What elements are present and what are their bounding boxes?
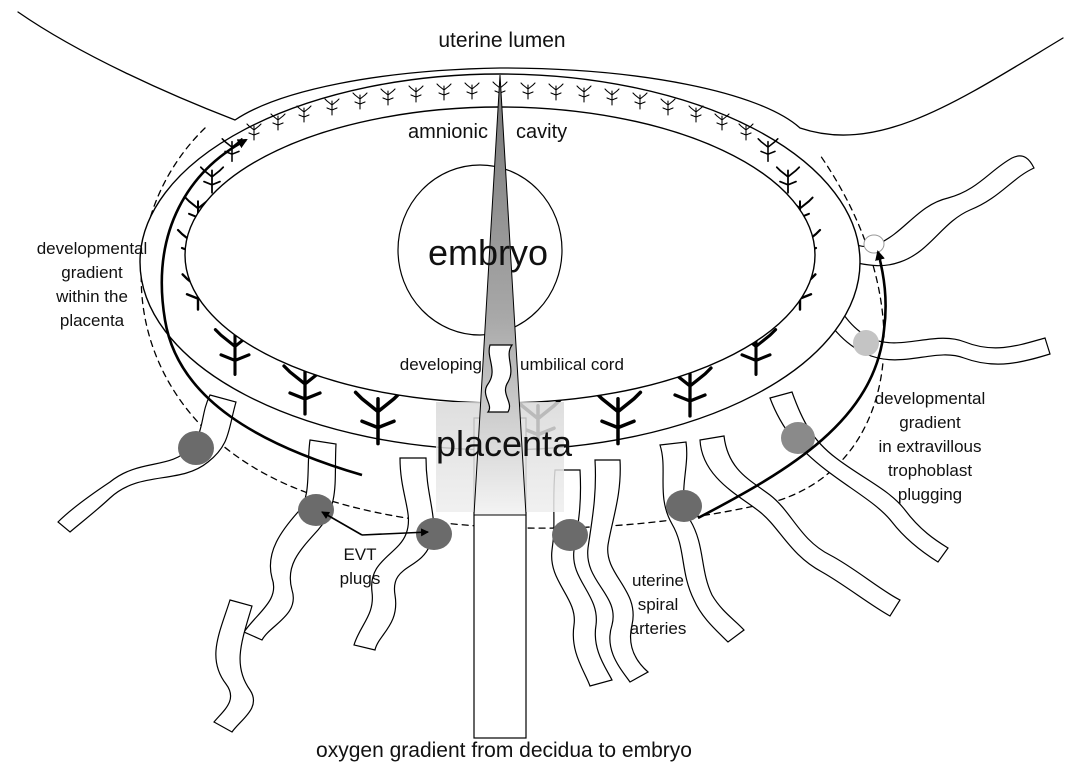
evt-plugs-label: EVT plugs (340, 545, 381, 588)
uterine-lumen-label: uterine lumen (438, 29, 565, 52)
spiral-arteries-label: uterine spiral arteries (630, 571, 687, 638)
cavity-label: cavity (516, 121, 567, 143)
evt-plug-8 (864, 235, 884, 253)
dev-gradient-placenta-label: developmental gradient within the placen… (37, 239, 148, 330)
spiral-artery-1 (58, 395, 236, 532)
amnionic-label: amnionic (408, 121, 488, 143)
dev-gradient-placenta-line-2: gradient (61, 263, 123, 282)
spiral-artery-8 (700, 436, 900, 616)
umbilical-cord-label: umbilical cord (520, 355, 624, 374)
evt-plugs-line-2: plugs (340, 569, 381, 588)
spiral-artery-4 (214, 600, 254, 732)
placenta-label: placenta (436, 423, 573, 464)
spiral-arteries-line-1: uterine (632, 571, 684, 590)
dev-gradient-evt-line-5: plugging (898, 485, 962, 504)
dev-gradient-placenta-line-4: placenta (60, 311, 125, 330)
evt-plug-4 (552, 519, 588, 551)
evt-plug-7 (853, 330, 879, 356)
dev-gradient-evt-line-4: trophoblast (888, 461, 972, 480)
spiral-arteries-line-2: spiral (638, 595, 679, 614)
evt-plug-pointer-left (322, 512, 362, 535)
dev-gradient-evt-line-3: in extravillous (879, 437, 982, 456)
developing-label: developing (400, 355, 482, 374)
evt-plug-1 (178, 431, 214, 465)
evt-plugs-line-1: EVT (343, 545, 376, 564)
spiral-arteries-line-3: arteries (630, 619, 687, 638)
evt-plug-2 (298, 494, 334, 526)
evt-plug-5 (666, 490, 702, 522)
spiral-artery-2 (244, 440, 336, 640)
dev-gradient-evt-line-2: gradient (899, 413, 961, 432)
dev-gradient-placenta-line-3: within the (55, 287, 128, 306)
evt-plug-3 (416, 518, 452, 550)
dev-gradient-evt-label: developmental gradient in extravillous t… (875, 389, 986, 504)
dev-gradient-evt-line-1: developmental (875, 389, 986, 408)
dev-gradient-placenta-line-1: developmental (37, 239, 148, 258)
embryo-label: embryo (428, 232, 548, 273)
oxygen-gradient-label: oxygen gradient from decidua to embryo (316, 739, 692, 762)
